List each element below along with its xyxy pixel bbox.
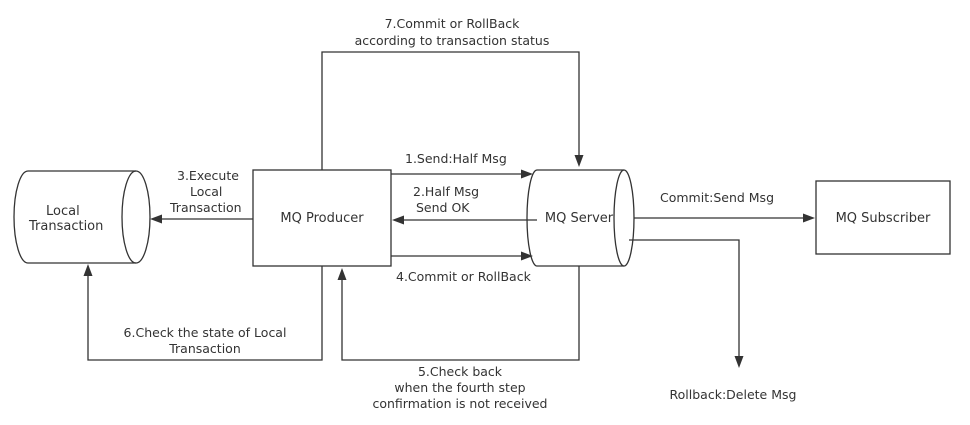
- step4-arrow: [391, 251, 533, 261]
- step4-label: 4.Commit or RollBack: [396, 269, 532, 284]
- step6-label-line2: Transaction: [168, 341, 241, 356]
- step6-arrow: [83, 264, 323, 361]
- local-transaction-label-line2: Transaction: [28, 219, 103, 234]
- commit-label: Commit:Send Msg: [660, 190, 774, 205]
- rollback-label: Rollback:Delete Msg: [670, 387, 797, 402]
- mq-subscriber-label: MQ Subscriber: [836, 211, 931, 226]
- step3-label-line3: Transaction: [169, 200, 242, 215]
- local-transaction-label-line1: Local: [46, 204, 80, 219]
- local-transaction-node: Local Transaction: [13, 170, 151, 264]
- step7-arrow: [321, 51, 584, 170]
- step5-label-line3: confirmation is not received: [372, 396, 547, 411]
- mq-server-label: MQ Server: [545, 211, 614, 226]
- step5-arrow: [337, 266, 580, 361]
- step3-label-line2: Local: [190, 184, 222, 199]
- mq-subscriber-node: MQ Subscriber: [815, 180, 951, 255]
- step1-arrow: [391, 169, 533, 179]
- step7-label-line2: according to transaction status: [355, 33, 550, 48]
- mq-producer-node: MQ Producer: [252, 169, 392, 267]
- step5-label-line1: 5.Check back: [418, 364, 503, 379]
- commit-arrow: [634, 213, 815, 223]
- step2-label-line1: 2.Half Msg: [413, 184, 479, 199]
- step3-arrow: [150, 214, 253, 224]
- mq-server-node: MQ Server: [526, 169, 635, 267]
- step5-label-line2: when the fourth step: [394, 380, 525, 395]
- step2-label-line2: Send OK: [416, 200, 470, 215]
- step1-label: 1.Send:Half Msg: [405, 151, 507, 166]
- rollback-arrow: [629, 239, 744, 368]
- step7-label-line1: 7.Commit or RollBack: [385, 16, 521, 31]
- step2-arrow: [392, 215, 537, 225]
- step6-label-line1: 6.Check the state of Local: [124, 325, 287, 340]
- mq-producer-label: MQ Producer: [280, 211, 364, 226]
- step3-label-line1: 3.Execute: [177, 168, 239, 183]
